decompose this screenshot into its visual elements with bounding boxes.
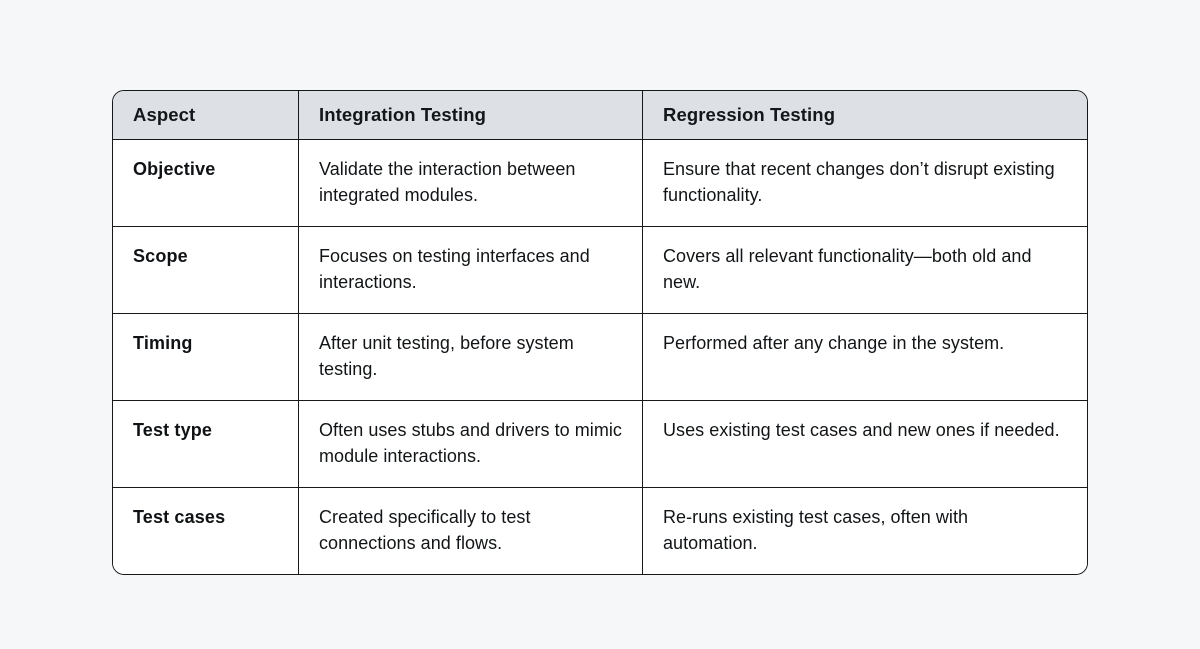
cell-regression-objective: Ensure that recent changes don’t disrupt… — [642, 140, 1087, 227]
comparison-table-container: Aspect Integration Testing Regression Te… — [112, 90, 1088, 576]
cell-integration-timing: After unit testing, before system testin… — [298, 313, 642, 401]
table-row: Test cases Created specifically to test … — [113, 487, 1087, 575]
cell-aspect-scope: Scope — [113, 226, 298, 314]
table-row: Test type Often uses stubs and drivers t… — [113, 400, 1087, 488]
cell-integration-objective: Validate the interaction between integra… — [298, 140, 642, 227]
table-body: Objective Validate the interaction betwe… — [113, 140, 1087, 575]
cell-aspect-test-type: Test type — [113, 400, 298, 488]
table-row: Objective Validate the interaction betwe… — [113, 140, 1087, 227]
column-header-aspect: Aspect — [113, 91, 298, 140]
cell-aspect-objective: Objective — [113, 140, 298, 227]
cell-integration-test-cases: Created specifically to test connections… — [298, 487, 642, 575]
cell-regression-timing: Performed after any change in the system… — [642, 313, 1087, 401]
table-row: Scope Focuses on testing interfaces and … — [113, 226, 1087, 314]
column-header-integration-testing: Integration Testing — [298, 91, 642, 140]
column-header-regression-testing: Regression Testing — [642, 91, 1087, 140]
cell-regression-scope: Covers all relevant functionality—both o… — [642, 226, 1087, 314]
cell-integration-test-type: Often uses stubs and drivers to mimic mo… — [298, 400, 642, 488]
cell-aspect-test-cases: Test cases — [113, 487, 298, 575]
cell-regression-test-cases: Re-runs existing test cases, often with … — [642, 487, 1087, 575]
table-row: Timing After unit testing, before system… — [113, 313, 1087, 401]
cell-aspect-timing: Timing — [113, 313, 298, 401]
table-header: Aspect Integration Testing Regression Te… — [113, 91, 1087, 140]
cell-regression-test-type: Uses existing test cases and new ones if… — [642, 400, 1087, 488]
cell-integration-scope: Focuses on testing interfaces and intera… — [298, 226, 642, 314]
comparison-table: Aspect Integration Testing Regression Te… — [112, 90, 1088, 576]
table-header-row: Aspect Integration Testing Regression Te… — [113, 91, 1087, 140]
